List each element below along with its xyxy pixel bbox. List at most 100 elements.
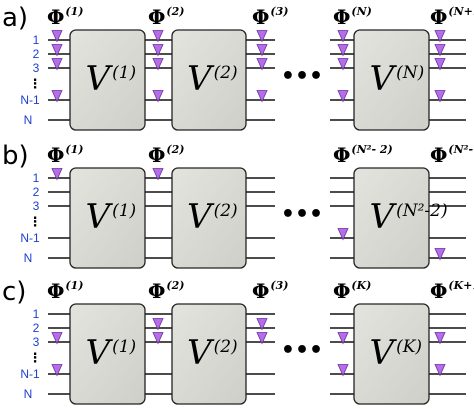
wire-label: 3 — [33, 199, 40, 213]
phase-label-base: Φ — [333, 5, 350, 29]
panel-label: a) — [2, 3, 28, 33]
unitary-label: V(N) — [370, 59, 425, 99]
phase-shifter-icon — [434, 90, 446, 103]
phase-shifter-icon — [256, 58, 268, 71]
unitary-label-base: V — [86, 333, 114, 373]
phase-shifter-icon — [337, 90, 349, 103]
phase-shifter-icon — [256, 44, 268, 57]
phase-shifter-icon — [256, 332, 268, 345]
phase-label: Φ(K) — [333, 279, 371, 303]
unitary-label: V(N²-2) — [370, 197, 448, 237]
wire-label: N — [24, 251, 33, 265]
phase-label-base: Φ — [47, 5, 64, 29]
wire-label: N-1 — [20, 93, 40, 107]
phase-label: Φ(N²- 2) — [333, 143, 393, 167]
phase-shifter-icon — [337, 30, 349, 43]
unitary-label: V(1) — [86, 197, 137, 237]
wire-label: N-1 — [20, 231, 40, 245]
phase-label-base: Φ — [47, 143, 64, 167]
unitary-label-base: V — [187, 333, 215, 373]
horizontal-ellipsis: ••• — [281, 338, 323, 363]
wire-label: 1 — [33, 307, 40, 321]
wire-label: 3 — [33, 335, 40, 349]
phase-shifter-icon — [337, 364, 349, 377]
horizontal-ellipsis: ••• — [281, 202, 323, 227]
phase-label-sup: (1) — [65, 5, 83, 18]
vertical-ellipsis: ⋮ — [29, 215, 42, 230]
unitary-label: V(1) — [86, 59, 137, 99]
unitary-label-sup: (N²-2) — [396, 201, 448, 221]
phase-label: Φ(2) — [148, 279, 185, 303]
phase-label-sup: (3) — [270, 279, 288, 292]
unitary-label-sup: (1) — [112, 63, 136, 83]
phase-label-base: Φ — [252, 279, 269, 303]
unitary-label-sup: (N) — [396, 63, 424, 83]
unitary-label: V(2) — [187, 59, 238, 99]
panel-a: a)123N-1N⋮V(1)V(2)V(N)•••Φ(1)Φ(2)Φ(3)Φ(N… — [2, 3, 474, 131]
phase-label: Φ(N²- 1) — [430, 143, 474, 167]
phase-shifter-icon — [434, 332, 446, 345]
phase-shifter-icon — [256, 90, 268, 103]
wire-label: 1 — [33, 33, 40, 47]
phase-label-base: Φ — [47, 279, 64, 303]
phase-shifter-icon — [256, 30, 268, 43]
phase-shifter-icon — [256, 318, 268, 331]
phase-label-base: Φ — [430, 279, 447, 303]
phase-label: Φ(N) — [333, 5, 372, 29]
unitary-label-sup: (K) — [396, 337, 422, 357]
phase-label: Φ(1) — [47, 143, 84, 167]
phase-label: Φ(3) — [252, 279, 289, 303]
phase-label-base: Φ — [333, 143, 350, 167]
phase-label-base: Φ — [430, 5, 447, 29]
phase-label: Φ(2) — [148, 5, 185, 29]
wire-label: 1 — [33, 171, 40, 185]
unitary-box — [353, 303, 430, 405]
phase-label: Φ(3) — [252, 5, 289, 29]
unitary-label-base: V — [86, 59, 114, 99]
phase-shifter-icon — [51, 364, 63, 377]
phase-shifter-icon — [51, 58, 63, 71]
phase-label-sup: (2) — [166, 5, 184, 18]
phase-shifter-icon — [51, 90, 63, 103]
unitary-box — [353, 167, 430, 269]
phase-label-sup: (N²- 2) — [351, 143, 392, 156]
phase-label-base: Φ — [252, 5, 269, 29]
panel-b: b)123N-1N⋮V(1)V(2)V(N²-2)•••Φ(1)Φ(2)Φ(N²… — [2, 141, 474, 269]
phase-shifter-icon — [152, 332, 164, 345]
unitary-label: V(K) — [370, 333, 423, 373]
unitary-box — [353, 29, 430, 131]
phase-label-sup: (3) — [270, 5, 288, 18]
phase-label: Φ(2) — [148, 143, 185, 167]
phase-label-sup: (N+1) — [448, 5, 474, 18]
phase-label-base: Φ — [148, 5, 165, 29]
phase-shifter-icon — [337, 58, 349, 71]
unitary-box — [69, 303, 146, 405]
phase-shifter-icon — [51, 168, 63, 181]
unitary-label-sup: (1) — [112, 201, 136, 221]
panel-c: c)123N-1N⋮V(1)V(2)V(K)•••Φ(1)Φ(2)Φ(3)Φ(K… — [2, 277, 474, 405]
wire-label: 2 — [33, 185, 40, 199]
phase-shifter-icon — [152, 90, 164, 103]
phase-shifter-icon — [434, 364, 446, 377]
phase-shifter-icon — [51, 332, 63, 345]
phase-label-sup: (K) — [351, 279, 371, 292]
wire-label: N-1 — [20, 367, 40, 381]
unitary-label-sup: (2) — [214, 337, 238, 357]
unitary-box — [69, 167, 146, 269]
phase-label-base: Φ — [430, 143, 447, 167]
phase-label: Φ(1) — [47, 5, 84, 29]
phase-shifter-icon — [152, 30, 164, 43]
phase-label: Φ(N+1) — [430, 5, 474, 29]
unitary-box — [69, 29, 146, 131]
wire-label: 2 — [33, 47, 40, 61]
phase-label-sup: (2) — [166, 143, 184, 156]
phase-shifter-icon — [434, 44, 446, 57]
phase-label-sup: (N) — [351, 5, 371, 18]
phase-shifter-icon — [434, 30, 446, 43]
phase-label: Φ(K+1) — [430, 279, 474, 303]
phase-label-base: Φ — [148, 143, 165, 167]
wire-label: 3 — [33, 61, 40, 75]
phase-shifter-icon — [337, 332, 349, 345]
phase-label-sup: (K+1) — [448, 279, 474, 292]
